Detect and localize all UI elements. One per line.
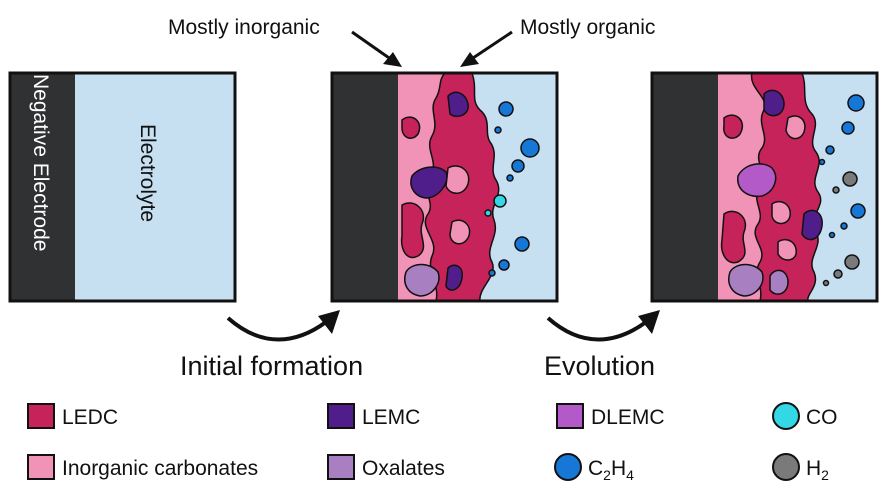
panel-initial: Negative Electrode Electrolyte <box>8 71 237 303</box>
legend-label-h2: H2 <box>806 457 829 483</box>
dlemc-island-3 <box>737 163 777 198</box>
legend-item-lemc: LEMC <box>327 403 420 429</box>
legend-label-lemc: LEMC <box>362 406 420 429</box>
formation-arrow <box>226 310 340 342</box>
electrolyte-region <box>75 73 235 301</box>
callout-arrow-inorganic <box>351 30 402 67</box>
legend-item-h2: H2 <box>772 453 829 483</box>
lemc-island-3a <box>763 89 785 117</box>
lemc-island-2b <box>410 166 448 199</box>
legend-label-dlemc: DLEMC <box>591 406 665 429</box>
gas-bubbles-3 <box>818 94 866 287</box>
legend-label-oxalates: Oxalates <box>362 457 445 480</box>
oxalate-island-2 <box>404 263 440 297</box>
legend-item-inorganic-carbonates: Inorganic carbonates <box>27 454 258 480</box>
legend: LEDC Inorganic carbonates LEMC Oxalates … <box>27 402 838 483</box>
initial-formation-label: Initial formation <box>180 351 363 381</box>
negative-electrode-label: Negative Electrode <box>29 74 52 251</box>
legend-label-co: CO <box>806 406 838 429</box>
electrolyte-label: Electrolyte <box>136 124 159 222</box>
legend-label-ledc: LEDC <box>62 406 118 429</box>
gas-bubbles-2 <box>484 101 540 277</box>
oxalate-island-3b <box>769 269 789 295</box>
negative-electrode <box>10 73 75 301</box>
legend-item-co: CO <box>772 402 838 430</box>
panel-evolved-sei <box>650 71 879 303</box>
legend-item-oxalates: Oxalates <box>327 454 445 480</box>
callout-arrow-organic <box>460 30 513 67</box>
electrode-3 <box>652 73 718 301</box>
electrode-2 <box>332 73 398 301</box>
lemc-island-2a <box>447 91 469 118</box>
legend-item-dlemc: DLEMC <box>556 403 665 429</box>
callout-mostly-organic: Mostly organic <box>520 16 655 39</box>
panel-formed-sei <box>330 71 559 303</box>
callout-mostly-inorganic: Mostly inorganic <box>168 16 320 39</box>
legend-item-ledc: LEDC <box>27 403 118 429</box>
legend-label-c2h4: C2H4 <box>588 457 634 483</box>
legend-label-inorganic-carbonates: Inorganic carbonates <box>62 457 258 480</box>
oxalate-island-3a <box>728 263 764 297</box>
evolution-arrow <box>546 310 660 342</box>
inorganic-island-2a <box>445 165 470 194</box>
legend-item-c2h4: C2H4 <box>554 453 634 483</box>
lemc-island-3b <box>801 209 823 241</box>
evolution-label: Evolution <box>544 351 655 381</box>
